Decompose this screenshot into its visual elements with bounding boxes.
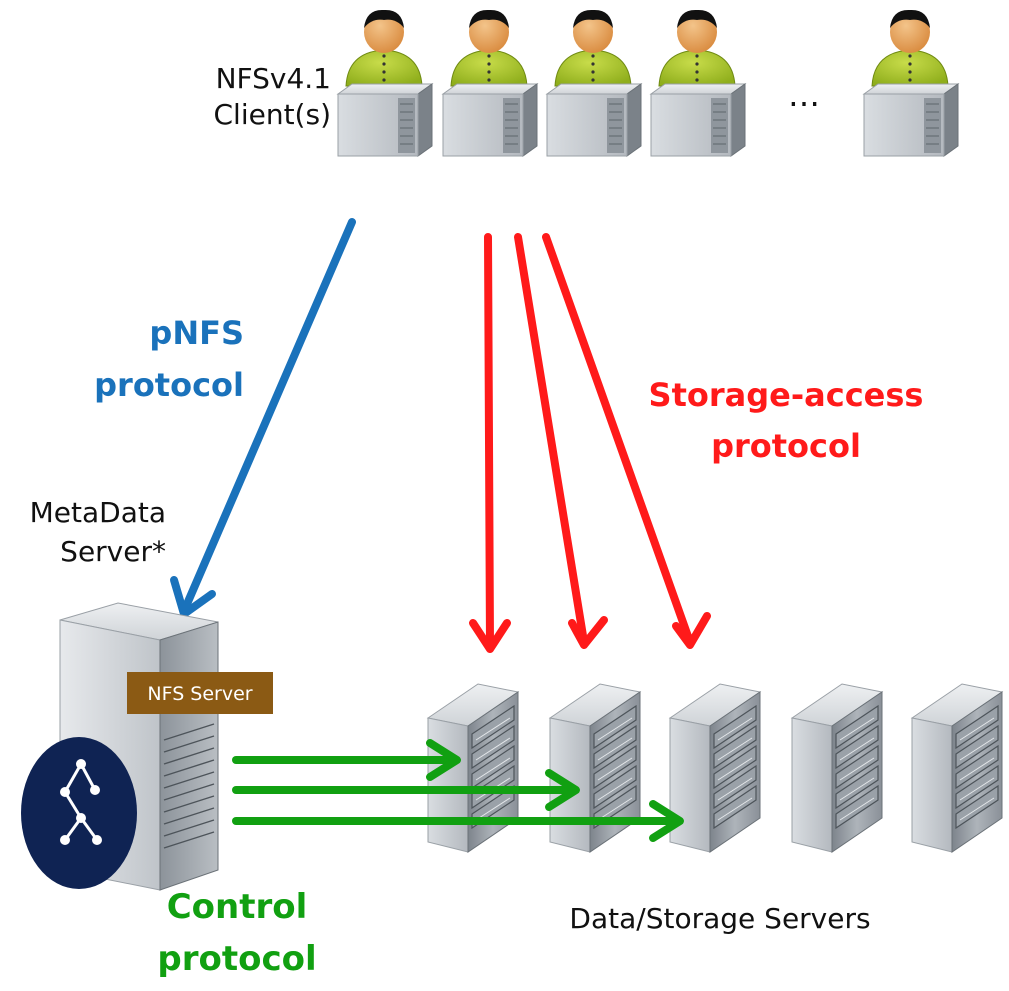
client-workstation-1 (337, 9, 433, 157)
clients-ellipsis: … (788, 76, 820, 114)
control-protocol-label-line2: protocol (157, 939, 316, 979)
storage-protocol-label-line1: Storage-access (649, 376, 924, 414)
mds-label-line1: MetaData (30, 496, 166, 529)
client-workstation-3 (546, 9, 642, 157)
control-arrows (232, 739, 684, 842)
control-protocol-label-line1: Control (167, 887, 308, 927)
tree-logo-icon (21, 737, 137, 889)
storage-protocol-label-line2: protocol (711, 427, 861, 465)
nfs-server-badge-text: NFS Server (147, 683, 252, 705)
client-workstation-2 (442, 9, 538, 157)
mds-label-line2: Server* (60, 535, 166, 568)
data-server-4 (791, 683, 883, 853)
pnfs-protocol-label-line1: pNFS (149, 314, 244, 352)
client-workstation-4 (650, 9, 746, 157)
storage-access-arrows (469, 233, 711, 653)
pnfs-protocol-label-line2: protocol (94, 366, 244, 404)
data-server-3 (669, 683, 761, 853)
pnfs-arrow (170, 218, 356, 618)
data-server-5 (911, 683, 1003, 853)
client-workstation-5 (863, 9, 959, 157)
clients-label-line1: NFSv4.1 (216, 62, 331, 95)
data-servers-label: Data/Storage Servers (569, 902, 870, 935)
clients-label-line2: Client(s) (214, 98, 332, 131)
data-server-2 (549, 683, 641, 853)
nfs-server-badge: NFS Server (127, 672, 273, 714)
